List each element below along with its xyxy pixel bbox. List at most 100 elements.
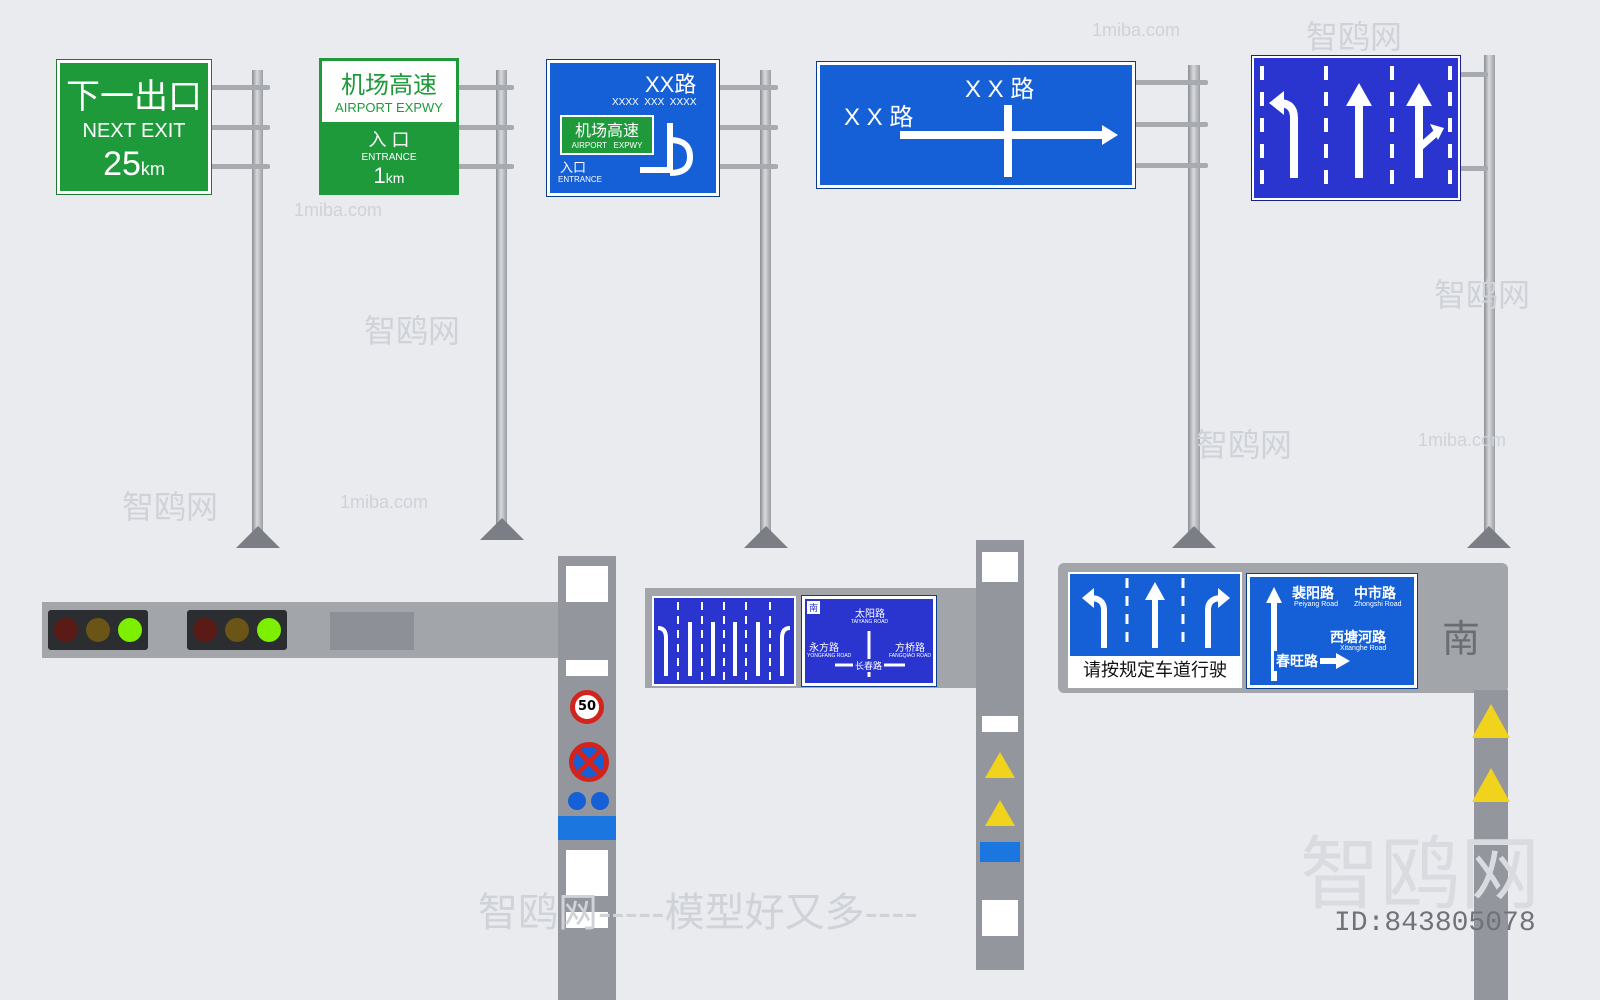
- crossroad-warning-icon: [1472, 704, 1510, 738]
- watermark-id: ID:843805078: [1334, 908, 1536, 939]
- watermark-brand: 智鸥网: [1196, 427, 1293, 463]
- watermark-site: 1miba.com: [1418, 430, 1507, 450]
- sign4-pole: [1188, 65, 1200, 540]
- road-name: 中市路: [1354, 585, 1396, 601]
- pedestrian-warning-icon: [985, 800, 1015, 826]
- green-lamp: [257, 618, 281, 642]
- sign2-arm: [452, 125, 514, 130]
- sign1-arm: [208, 164, 270, 169]
- sign3-arm: [716, 85, 778, 90]
- post-blue-band: [558, 816, 616, 840]
- road-guide-sign: 裴阳路 Peiyang Road 中市路 Zhongshi Road 西塘河路 …: [1246, 573, 1418, 689]
- airport-entrance-sign: 机场高速 AIRPORT EXPWY 入 口 ENTRANCE 1km: [319, 58, 459, 195]
- traffic-light-1: [48, 610, 148, 650]
- lane-sign-small: [652, 596, 796, 686]
- sign-left-road: X X 路: [844, 104, 914, 131]
- lane-rule-sign: 请按规定车道行驶: [1068, 572, 1242, 688]
- road-top-en: TAIYANG ROAD: [851, 619, 889, 625]
- road-right-en: FANGQIAO ROAD: [889, 653, 931, 659]
- sign-subtitle: AIRPORT EXPWY: [335, 100, 443, 115]
- road-top: 太阳路: [855, 609, 885, 620]
- road-right: 方桥路: [895, 643, 925, 654]
- north-badge: 南: [807, 601, 821, 614]
- sign3-arm: [716, 125, 778, 130]
- sign1-arm: [208, 125, 270, 130]
- road-name-en: Xitanghe Road: [1340, 645, 1387, 652]
- entrance-label: 入口: [560, 160, 587, 175]
- bicycle-lane-icon: [591, 792, 609, 810]
- yellow-lamp: [86, 618, 110, 642]
- no-stopping-icon: [569, 742, 609, 782]
- road-left-en: YONGFANG ROAD: [807, 653, 852, 659]
- road-bottom: 长春路: [853, 659, 885, 672]
- lane-rule-text: 请按规定车道行驶: [1070, 656, 1240, 686]
- road-name: 春旺路: [1274, 651, 1320, 671]
- junction-sign: 南 太阳路 TAIYANG ROAD 永方路 YONGFANG ROAD 方桥路…: [801, 595, 937, 687]
- speed-limit-sign: 50: [570, 690, 604, 724]
- yellow-lamp: [225, 618, 249, 642]
- sign5-arm: [1458, 166, 1488, 171]
- south-marker: 南: [1442, 619, 1481, 661]
- watermark-brand-large: 智鸥网: [1300, 830, 1540, 919]
- post-window: [566, 660, 608, 676]
- watermark-site: 1miba.com: [1092, 20, 1181, 40]
- watermark-slogan: 智鸥网-----模型好又多----: [478, 891, 918, 935]
- sign2-arm: [452, 164, 514, 169]
- intersection-sign: X X 路 X X 路: [816, 61, 1136, 189]
- road-name-en: Peiyang Road: [1294, 601, 1338, 608]
- road-left: 永方路: [809, 643, 839, 654]
- gantry3-post: [1474, 690, 1508, 1000]
- sign3-pole: [760, 70, 771, 540]
- sign4-arm: [1132, 122, 1208, 127]
- distance-value: 1: [373, 163, 386, 188]
- sign-title: 机场高速: [341, 72, 437, 99]
- speed-limit-value: 50: [577, 699, 597, 714]
- lane-direction-sign: [1251, 55, 1461, 201]
- entrance-label-en: ENTRANCE: [558, 175, 603, 184]
- sign2-arm: [452, 85, 514, 90]
- watermark-brand: 智鸥网: [1306, 19, 1403, 55]
- distance-unit: km: [140, 159, 165, 179]
- post-window: [982, 552, 1018, 582]
- expwy-label-en: AIRPORT EXPWY: [571, 141, 643, 150]
- post-window: [566, 850, 608, 896]
- sign-title: XX路: [645, 72, 697, 97]
- road-name-en: Zhongshi Road: [1354, 601, 1402, 608]
- post-window: [982, 900, 1018, 936]
- sign1-arm: [208, 85, 270, 90]
- post-window: [566, 566, 608, 602]
- traffic-light-2: [187, 610, 287, 650]
- sign5-base: [1467, 526, 1511, 548]
- sign-subtitle: NEXT EXIT: [82, 120, 186, 142]
- watermark-brand: 智鸥网: [1434, 277, 1531, 313]
- sign1-base: [236, 526, 280, 548]
- crossroad-warning-icon: [985, 752, 1015, 778]
- road-direction-sign: XX路 XXXX XXX XXXX 机场高速 AIRPORT EXPWY 入口 …: [546, 59, 720, 197]
- red-lamp: [54, 618, 78, 642]
- signal-panel: [330, 612, 414, 650]
- watermark-site: 1miba.com: [340, 492, 429, 512]
- expwy-label: 机场高速: [574, 123, 639, 140]
- road-name: 裴阳路: [1292, 585, 1334, 601]
- distance-value: 25: [103, 145, 141, 183]
- road-list: XXXX XXX XXXX: [612, 97, 697, 108]
- watermark-brand: 智鸥网: [364, 313, 461, 349]
- sign-top-road: X X 路: [965, 76, 1035, 103]
- lane-arrows-icon: [1082, 578, 1230, 650]
- sign5-arm: [1458, 72, 1488, 77]
- sign5-pole: [1484, 55, 1495, 540]
- sign3-base: [744, 526, 788, 548]
- entrance-label: 入 口: [368, 130, 410, 150]
- distance-unit: km: [385, 170, 405, 186]
- sign3-arm: [716, 164, 778, 169]
- pedestrian-warning-icon: [1472, 768, 1510, 802]
- sign1-pole: [252, 70, 263, 540]
- watermark-site: 1miba.com: [294, 200, 383, 220]
- crossroad-arrow-icon: [900, 105, 1118, 177]
- post-blue-band: [980, 842, 1020, 862]
- sign4-base: [1172, 526, 1216, 548]
- sign4-arm: [1132, 80, 1208, 85]
- road-name: 西塘河路: [1330, 629, 1386, 645]
- lane-arrows-icon: [1260, 66, 1452, 190]
